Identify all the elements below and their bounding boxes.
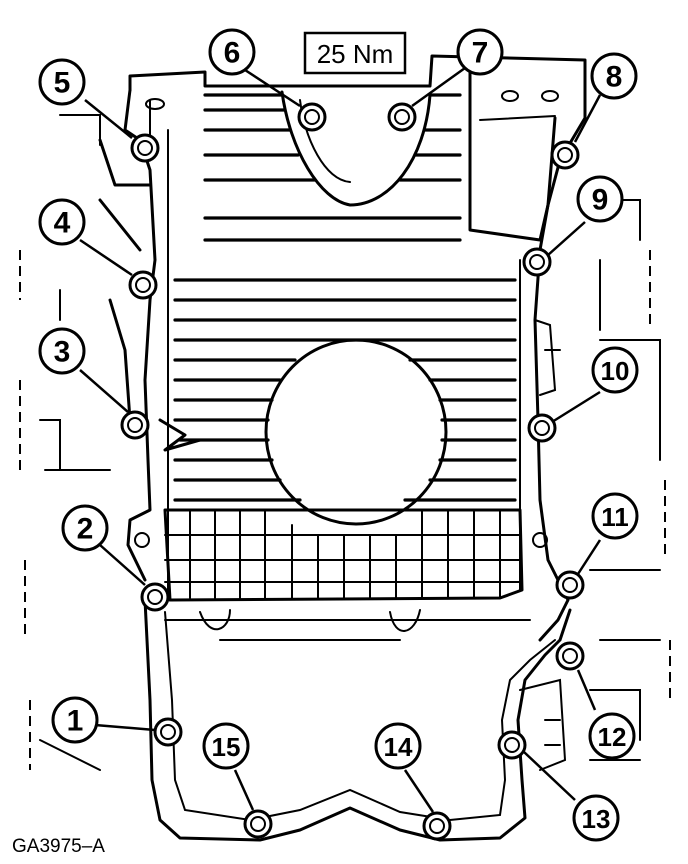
callout-15: 15 <box>202 722 250 770</box>
callout-12: 12 <box>588 712 636 760</box>
svg-text:7: 7 <box>472 37 489 70</box>
pan-ribs <box>173 93 517 502</box>
bolt-9 <box>522 247 552 277</box>
svg-text:8: 8 <box>606 61 623 94</box>
bolt-15 <box>243 809 273 839</box>
leader-lines <box>79 66 602 813</box>
svg-text:3: 3 <box>54 336 71 369</box>
callout-2: 2 <box>61 504 109 552</box>
svg-text:4: 4 <box>54 207 71 240</box>
svg-text:10: 10 <box>601 356 630 386</box>
callout-6: 6 <box>208 28 256 76</box>
bolt-2 <box>140 582 170 612</box>
bolt-13 <box>497 730 527 760</box>
callout-8: 8 <box>590 52 638 100</box>
svg-text:13: 13 <box>582 804 611 834</box>
callouts: 1 2 3 4 5 6 7 8 9 10 11 12 13 14 15 <box>38 28 639 842</box>
center-opening <box>264 338 448 526</box>
torque-spec: 25 Nm <box>303 31 407 75</box>
callout-11: 11 <box>591 492 639 540</box>
callout-14: 14 <box>374 722 422 770</box>
engine-block-background <box>19 114 671 771</box>
svg-text:14: 14 <box>384 732 413 762</box>
callout-5: 5 <box>38 58 86 106</box>
bolt-3 <box>120 410 150 440</box>
bolt-10 <box>527 413 557 443</box>
bolt-8 <box>550 140 580 170</box>
callout-9: 9 <box>576 175 624 223</box>
svg-text:2: 2 <box>77 513 94 546</box>
waffle-grid <box>163 508 524 602</box>
bolt-14 <box>422 811 452 841</box>
svg-text:5: 5 <box>54 67 71 100</box>
bolt-5 <box>130 133 160 163</box>
svg-text:1: 1 <box>67 705 84 738</box>
bolt-11 <box>555 570 585 600</box>
bolt-1 <box>153 717 183 747</box>
bolt-4 <box>128 270 158 300</box>
svg-text:6: 6 <box>224 37 241 70</box>
callout-3: 3 <box>38 327 86 375</box>
bolt-12 <box>555 641 585 671</box>
upper-oil-pan <box>98 54 587 642</box>
bolts <box>120 102 585 841</box>
callout-4: 4 <box>38 198 86 246</box>
torque-label: 25 Nm <box>317 39 394 69</box>
callout-1: 1 <box>51 696 99 744</box>
svg-text:15: 15 <box>212 732 241 762</box>
svg-text:9: 9 <box>592 184 609 217</box>
callout-7: 7 <box>456 28 504 76</box>
bolt-6 <box>297 102 327 132</box>
svg-text:12: 12 <box>598 722 627 752</box>
lower-oil-pan <box>143 598 572 842</box>
figure-id: GA3975–A <box>12 836 105 857</box>
callout-13: 13 <box>572 794 620 842</box>
bolt-7 <box>387 102 417 132</box>
callout-10: 10 <box>591 346 639 394</box>
svg-text:11: 11 <box>601 502 629 532</box>
